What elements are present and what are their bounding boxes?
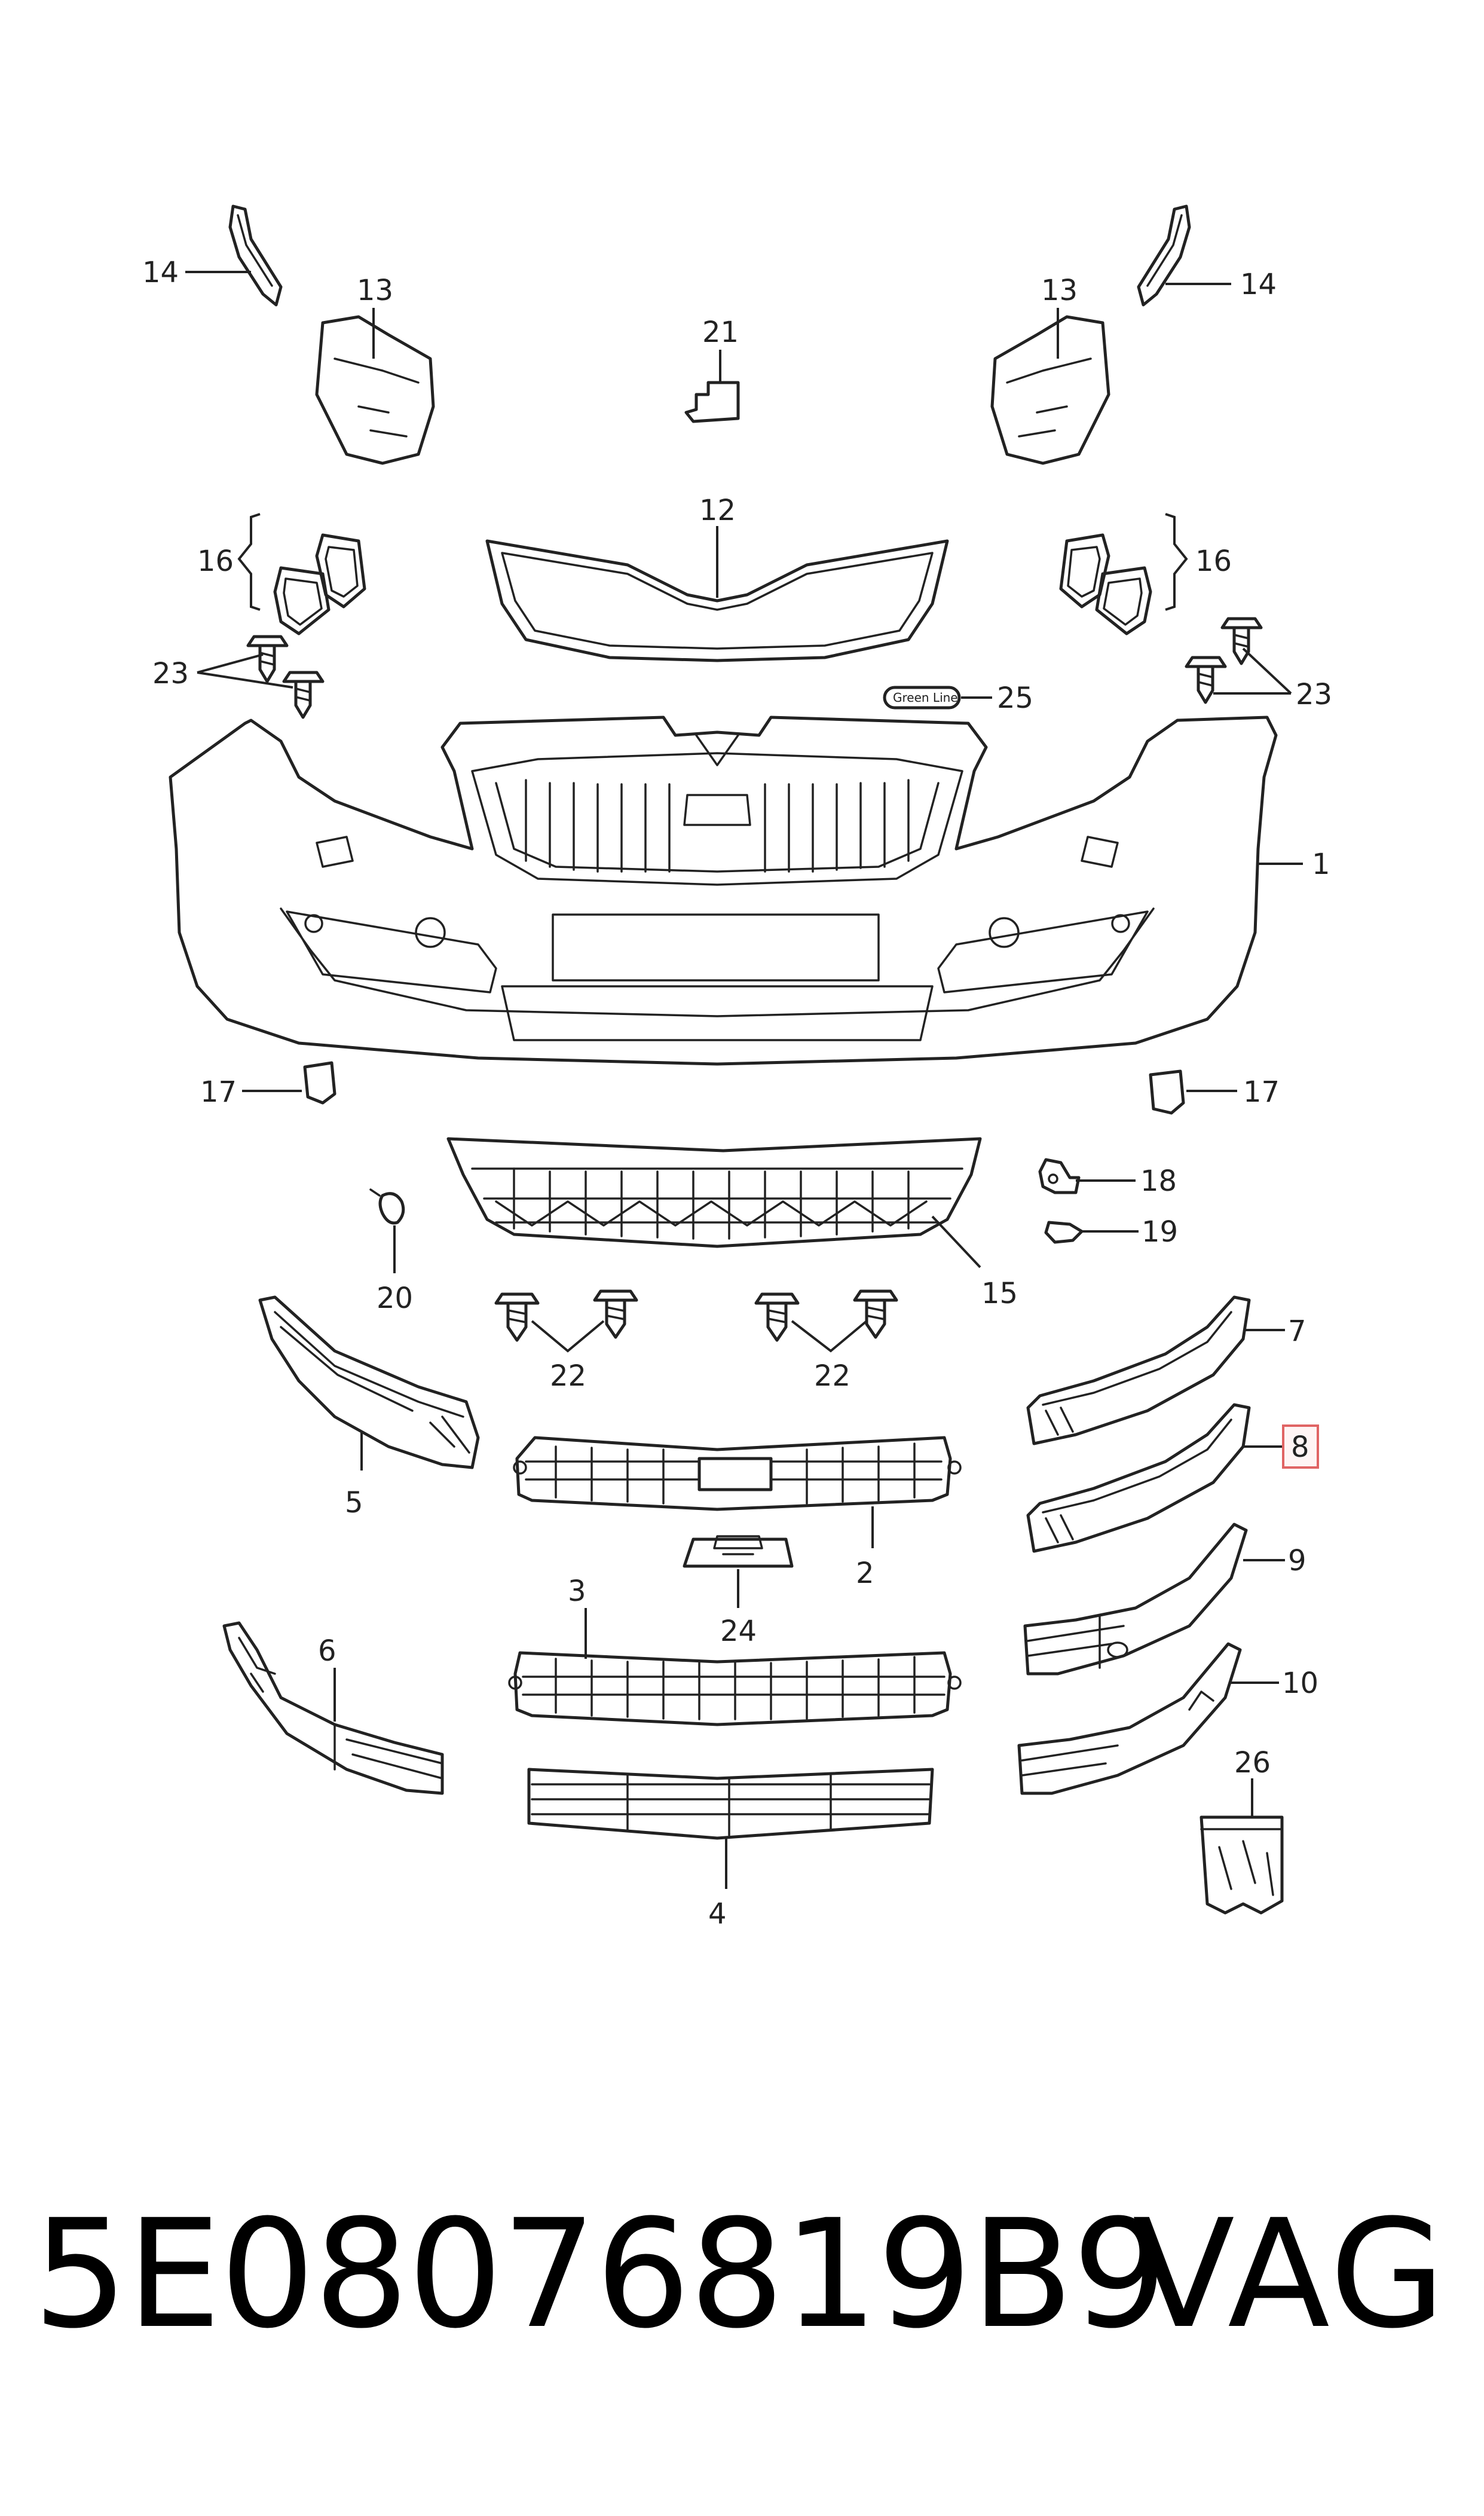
part-14-right-bracket[interactable] bbox=[1137, 204, 1191, 307]
callout-22-left: 22 bbox=[550, 1359, 586, 1393]
part-17-right-cap[interactable] bbox=[1149, 1069, 1185, 1115]
part-16-left-cover[interactable] bbox=[273, 533, 366, 635]
part-8-right-grille-trim[interactable] bbox=[1026, 1403, 1251, 1553]
part-7-right-grille-trim[interactable] bbox=[1026, 1295, 1251, 1445]
badge-text: Green Line bbox=[893, 690, 958, 705]
callout-25: 25 bbox=[997, 681, 1033, 715]
part-24-mount[interactable] bbox=[683, 1535, 794, 1568]
callout-16-right: 16 bbox=[1195, 545, 1232, 578]
callout-17-right: 17 bbox=[1243, 1075, 1280, 1109]
part-number-text: 5E08076819B9 bbox=[33, 2187, 1167, 2361]
callout-12: 12 bbox=[699, 494, 736, 527]
part-21-clip[interactable] bbox=[684, 381, 740, 423]
callout-15: 15 bbox=[981, 1277, 1018, 1310]
exploded-parts-diagram: 14 14 13 13 21 12 16 bbox=[142, 204, 1332, 1931]
part-9-right-lower-grille[interactable] bbox=[1023, 1523, 1248, 1676]
callout-13-left: 13 bbox=[357, 274, 393, 307]
part-3-lower-grille[interactable] bbox=[508, 1651, 962, 1726]
callout-23-right: 23 bbox=[1296, 678, 1332, 711]
callout-14-right: 14 bbox=[1240, 268, 1277, 301]
callout-14-left: 14 bbox=[142, 256, 179, 289]
callout-18: 18 bbox=[1140, 1164, 1177, 1198]
brand-text: VAG bbox=[1133, 2187, 1448, 2361]
callout-4: 4 bbox=[708, 1897, 727, 1931]
part-15-bumper-carrier[interactable] bbox=[446, 1137, 982, 1248]
callout-2: 2 bbox=[856, 1557, 874, 1590]
part-2-lower-grille[interactable] bbox=[513, 1436, 962, 1511]
callout-7: 7 bbox=[1288, 1314, 1306, 1348]
part-18-clip[interactable] bbox=[1038, 1158, 1081, 1194]
part-17-left-cap[interactable] bbox=[303, 1061, 336, 1105]
part-20-plug[interactable] bbox=[369, 1188, 405, 1225]
part-26-fastener-bag[interactable] bbox=[1200, 1815, 1284, 1915]
callout-6: 6 bbox=[318, 1634, 336, 1668]
part-16-right-cover[interactable] bbox=[1059, 533, 1152, 635]
part-4-bottom-grille[interactable] bbox=[527, 1768, 934, 1840]
callout-3: 3 bbox=[568, 1575, 586, 1608]
callout-21: 21 bbox=[702, 316, 739, 349]
part-13-right-bracket[interactable] bbox=[990, 315, 1110, 465]
part-25-green-line-badge[interactable]: Green Line bbox=[883, 686, 961, 710]
part-10-right-lower-grille[interactable] bbox=[1017, 1642, 1242, 1795]
callout-17-left: 17 bbox=[200, 1075, 237, 1109]
callout-8: 8 bbox=[1291, 1430, 1309, 1464]
callout-5: 5 bbox=[345, 1486, 363, 1520]
part-6-left-lower-grille[interactable] bbox=[222, 1621, 444, 1795]
callout-16-left: 16 bbox=[197, 545, 234, 578]
part-22-screws[interactable] bbox=[494, 1289, 898, 1342]
part-13-left-bracket[interactable] bbox=[315, 315, 435, 465]
callout-26: 26 bbox=[1234, 1746, 1271, 1780]
callout-9: 9 bbox=[1288, 1544, 1306, 1578]
callout-19: 19 bbox=[1142, 1215, 1178, 1249]
callout-13-right: 13 bbox=[1041, 274, 1078, 307]
part-23-left-screws[interactable] bbox=[246, 635, 325, 719]
part-5-left-grille-trim[interactable] bbox=[258, 1295, 480, 1469]
callout-22-right: 22 bbox=[814, 1359, 850, 1393]
callout-24: 24 bbox=[720, 1615, 757, 1648]
part-1-front-bumper[interactable] bbox=[169, 716, 1278, 1066]
callout-1: 1 bbox=[1312, 848, 1330, 881]
part-12-grille-frame[interactable] bbox=[485, 539, 949, 662]
part-19-grommet[interactable] bbox=[1044, 1221, 1084, 1244]
callout-20: 20 bbox=[377, 1282, 413, 1315]
callout-10: 10 bbox=[1282, 1667, 1318, 1700]
part-23-right-screws[interactable] bbox=[1185, 617, 1263, 704]
part-14-left-bracket[interactable] bbox=[228, 204, 283, 307]
callout-23-left: 23 bbox=[152, 657, 189, 690]
callout-8-highlight-box bbox=[1282, 1424, 1319, 1469]
